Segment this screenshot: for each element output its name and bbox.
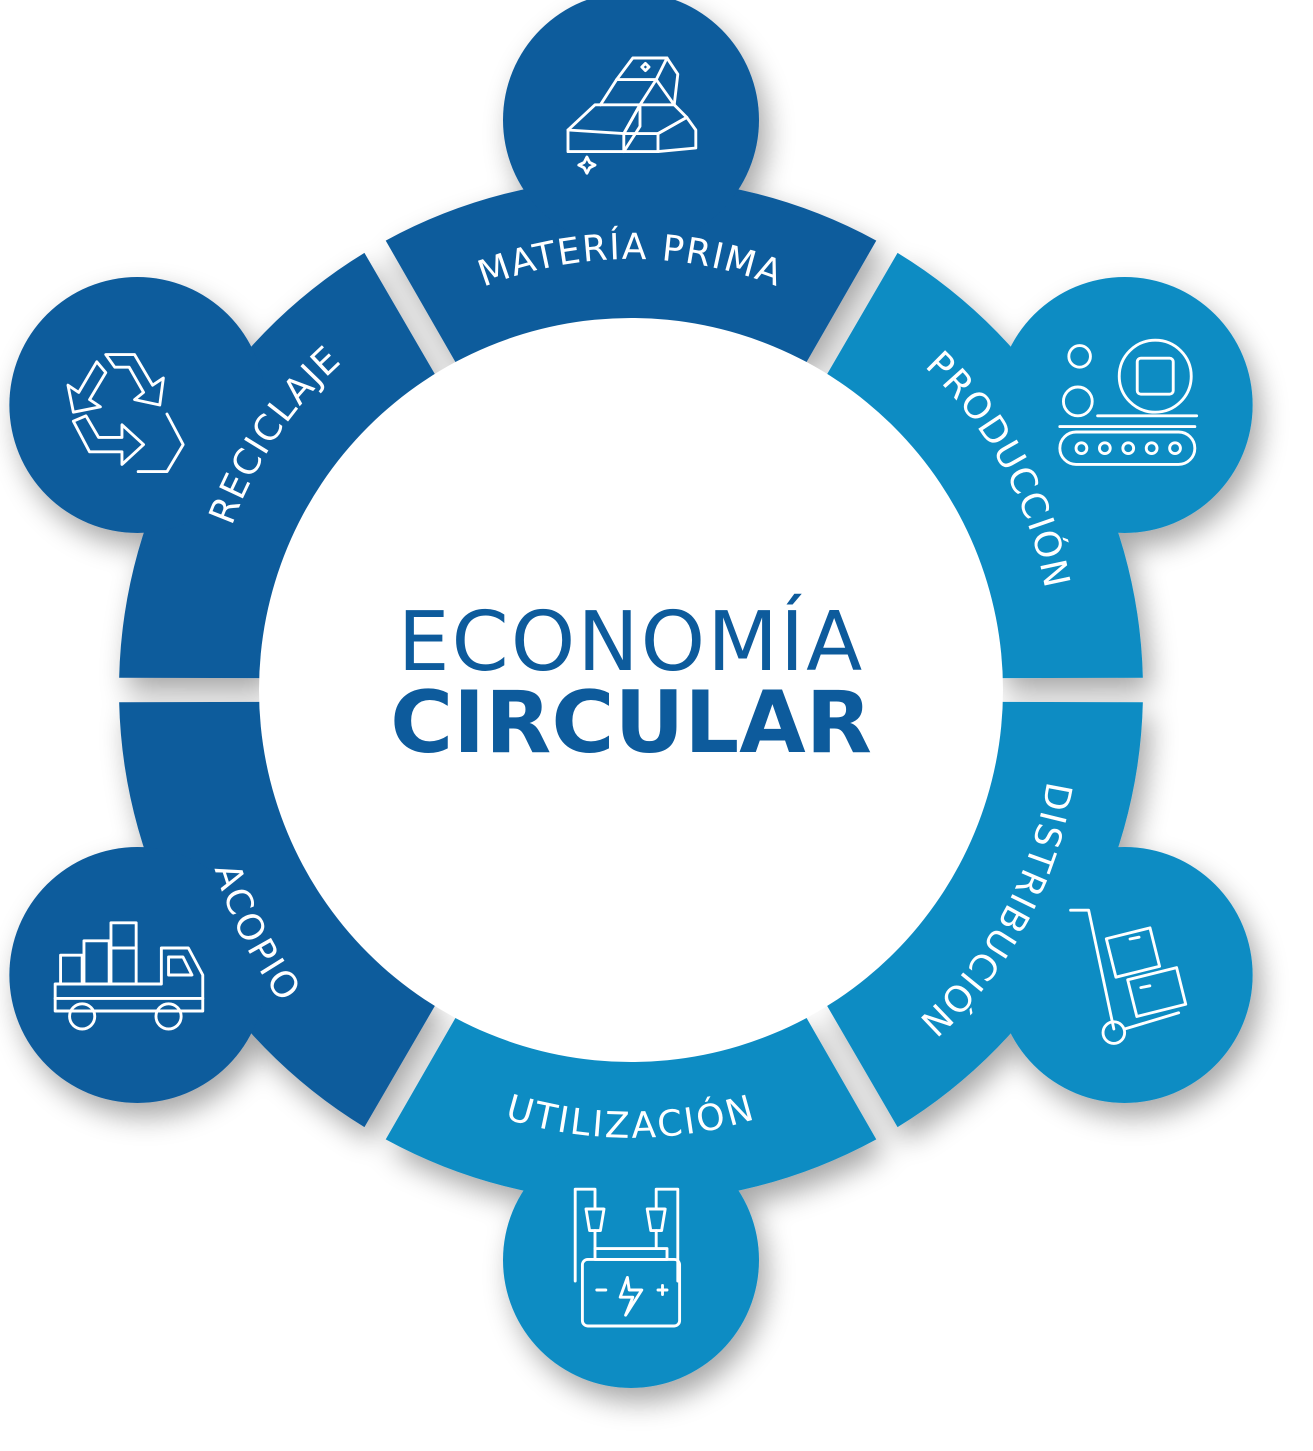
stage-bubble [996, 277, 1253, 533]
recycle-icon [66, 353, 185, 474]
factory-conveyor-icon [1058, 338, 1199, 466]
stage-materia-prima [385, 0, 877, 366]
ring-segment [825, 252, 1143, 679]
gold-bars-icon [566, 56, 698, 175]
stage-utilizacion [385, 1014, 877, 1388]
ring-segment [385, 1014, 877, 1202]
diagram-title-line1: ECONOMÍA [398, 594, 865, 690]
ring-segment [119, 252, 437, 679]
stage-reciclaje [9, 252, 437, 679]
hand-truck-icon [1069, 908, 1188, 1045]
stage-bubble [503, 0, 759, 248]
diagram-title-line2: CIRCULAR [390, 673, 872, 773]
ring-segment [385, 177, 877, 366]
stage-produccion [825, 252, 1253, 679]
car-battery-icon [573, 1187, 682, 1328]
delivery-truck-icon [53, 921, 205, 1031]
center-disc [259, 318, 1003, 1062]
ring-segment [825, 701, 1143, 1128]
stage-bubble [9, 277, 266, 533]
ring-segment [119, 701, 437, 1128]
